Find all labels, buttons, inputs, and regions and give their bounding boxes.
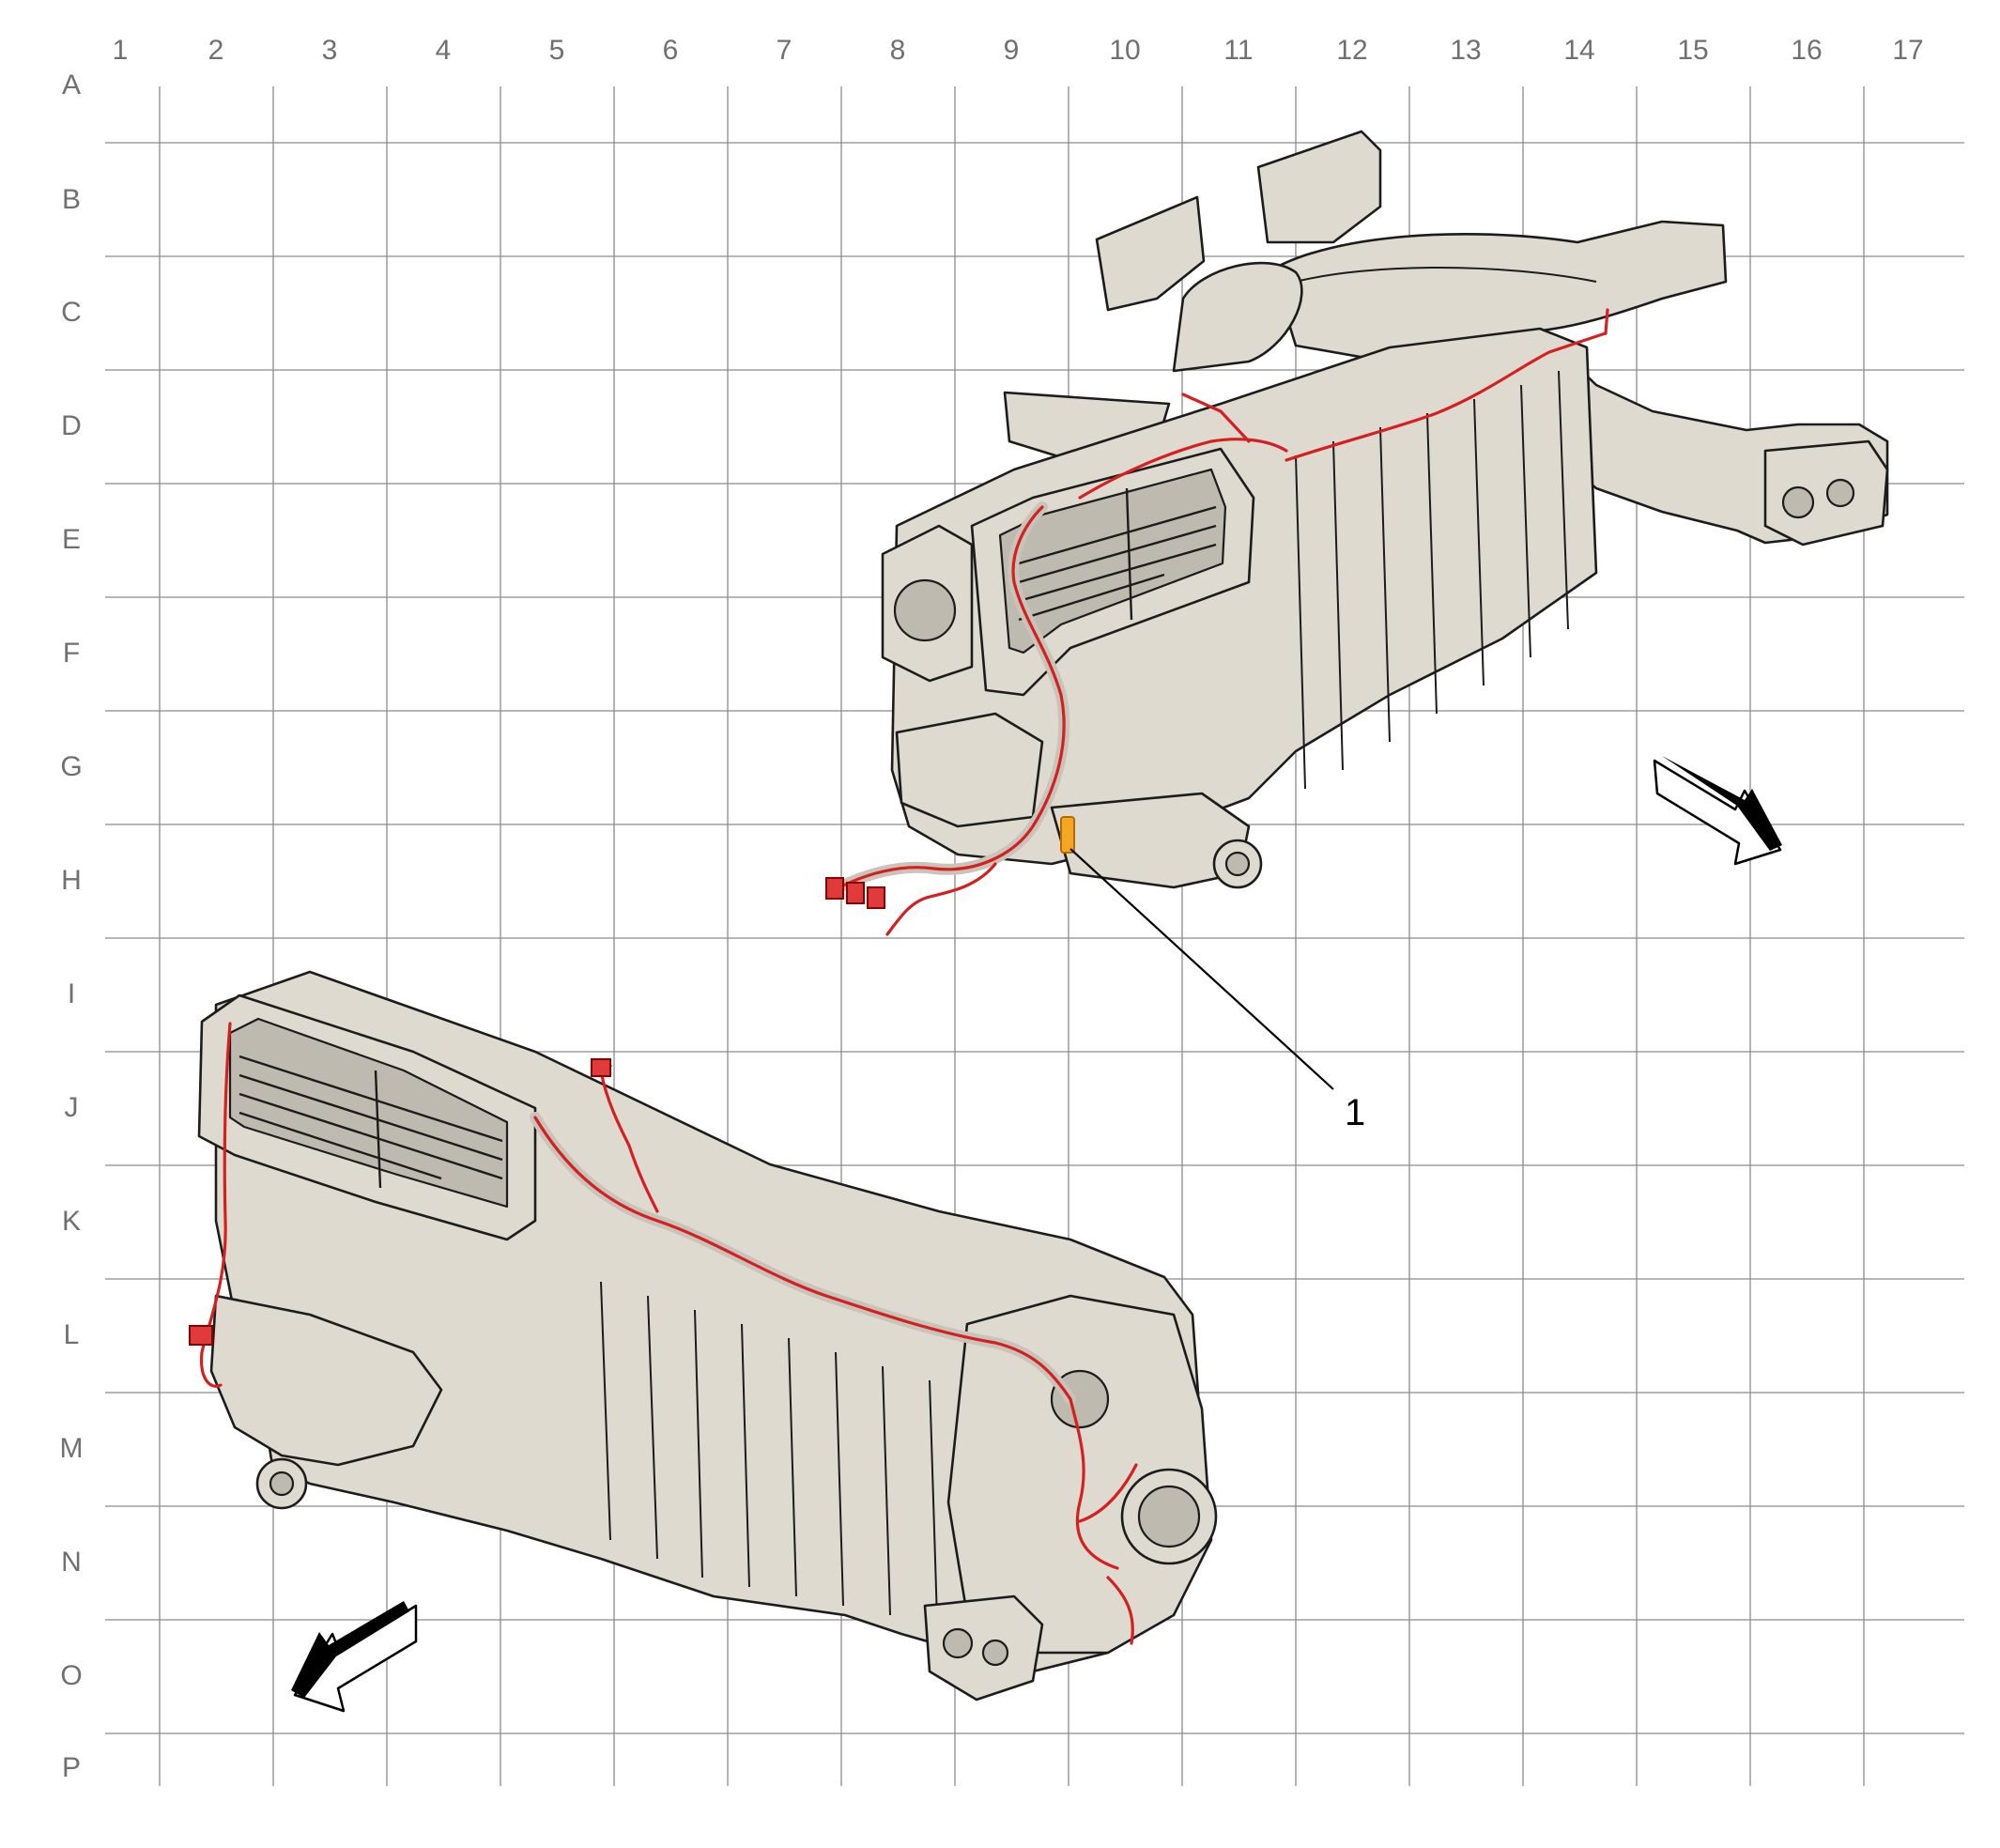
vent-outlet-left — [1095, 195, 1206, 312]
col-label: 9 — [1004, 35, 1020, 66]
row-label: E — [62, 524, 81, 555]
callout-label: 1 — [1345, 1092, 1365, 1133]
lower-drain-fitting-center — [269, 1471, 295, 1497]
row-label: A — [62, 69, 81, 100]
connector-pin — [189, 1325, 213, 1346]
lower-right-end — [946, 1294, 1213, 1655]
hvac-module-lower-view — [189, 970, 1218, 1702]
col-label: 16 — [1791, 35, 1822, 66]
row-label: L — [64, 1319, 80, 1350]
col-label: 10 — [1109, 35, 1140, 66]
row-label: J — [65, 1092, 79, 1123]
row-label: B — [62, 184, 81, 215]
col-label: 6 — [663, 35, 679, 66]
wiring-harness-upper — [825, 308, 1609, 936]
connector-pin — [591, 1058, 611, 1077]
row-label: I — [68, 978, 75, 1009]
connector-pin — [846, 882, 865, 904]
col-label: 15 — [1677, 35, 1708, 66]
col-label: 2 — [208, 35, 224, 66]
callout-1: 1 — [1069, 848, 1365, 1133]
row-label: H — [61, 865, 82, 896]
connector-lower-harness — [189, 1058, 611, 1346]
lower-grille-inner — [228, 1017, 509, 1209]
front-grille-slats — [1018, 487, 1217, 622]
column-labels: 1 2 3 4 5 6 7 8 9 10 11 12 13 14 15 16 1… — [113, 35, 1924, 66]
lower-valve-port-right — [981, 1639, 1009, 1667]
row-labels: A B C D E F G H I J K L M N O P — [60, 69, 84, 1783]
top-dome — [1172, 261, 1303, 373]
col-label: 4 — [436, 35, 452, 66]
col-label: 17 — [1892, 35, 1923, 66]
wiring-harness-lower — [199, 1022, 1138, 1645]
orientation-arrow-lower — [291, 1601, 418, 1713]
blower-inlet — [1137, 1485, 1201, 1548]
connector-pin — [825, 877, 844, 900]
row-label: F — [63, 638, 80, 669]
orientation-arrow-upper — [1653, 756, 1782, 866]
col-label: 11 — [1223, 35, 1253, 66]
col-label: 8 — [890, 35, 906, 66]
duct-ridge — [1295, 267, 1597, 283]
col-label: 5 — [549, 35, 565, 66]
valve-port-right — [1825, 478, 1855, 508]
housing-ribs — [1295, 370, 1569, 790]
drain-fitting-center — [1224, 851, 1251, 877]
row-label: C — [61, 297, 82, 328]
valve-port-left — [1781, 485, 1815, 519]
lower-valve-port-left — [942, 1627, 974, 1659]
connector-pin — [867, 886, 885, 909]
col-label: 13 — [1450, 35, 1481, 66]
blower-motor — [893, 578, 957, 642]
row-label: N — [61, 1547, 82, 1578]
hvac-module-upper-view — [825, 130, 1889, 936]
housing-lower-ribs — [600, 1281, 938, 1621]
row-label: P — [62, 1752, 81, 1783]
vent-outlet-middle — [1256, 130, 1382, 244]
col-label: 12 — [1336, 35, 1367, 66]
col-label: 7 — [777, 35, 792, 66]
connector-upper-harness — [825, 877, 885, 909]
col-label: 14 — [1563, 35, 1594, 66]
callout-leader-line — [1069, 848, 1334, 1090]
highlighted-connector — [1060, 816, 1075, 854]
row-label: O — [60, 1660, 82, 1691]
col-label: 3 — [322, 35, 338, 66]
lower-left-block — [209, 1294, 443, 1467]
row-label: K — [62, 1206, 81, 1237]
row-label: D — [61, 410, 82, 441]
lower-grille-slats — [238, 1055, 503, 1189]
row-label: G — [60, 751, 82, 782]
lower-actuator-block — [895, 712, 1044, 828]
col-label: 1 — [113, 35, 129, 66]
row-label: M — [60, 1433, 84, 1464]
front-grille-inner — [998, 468, 1227, 654]
